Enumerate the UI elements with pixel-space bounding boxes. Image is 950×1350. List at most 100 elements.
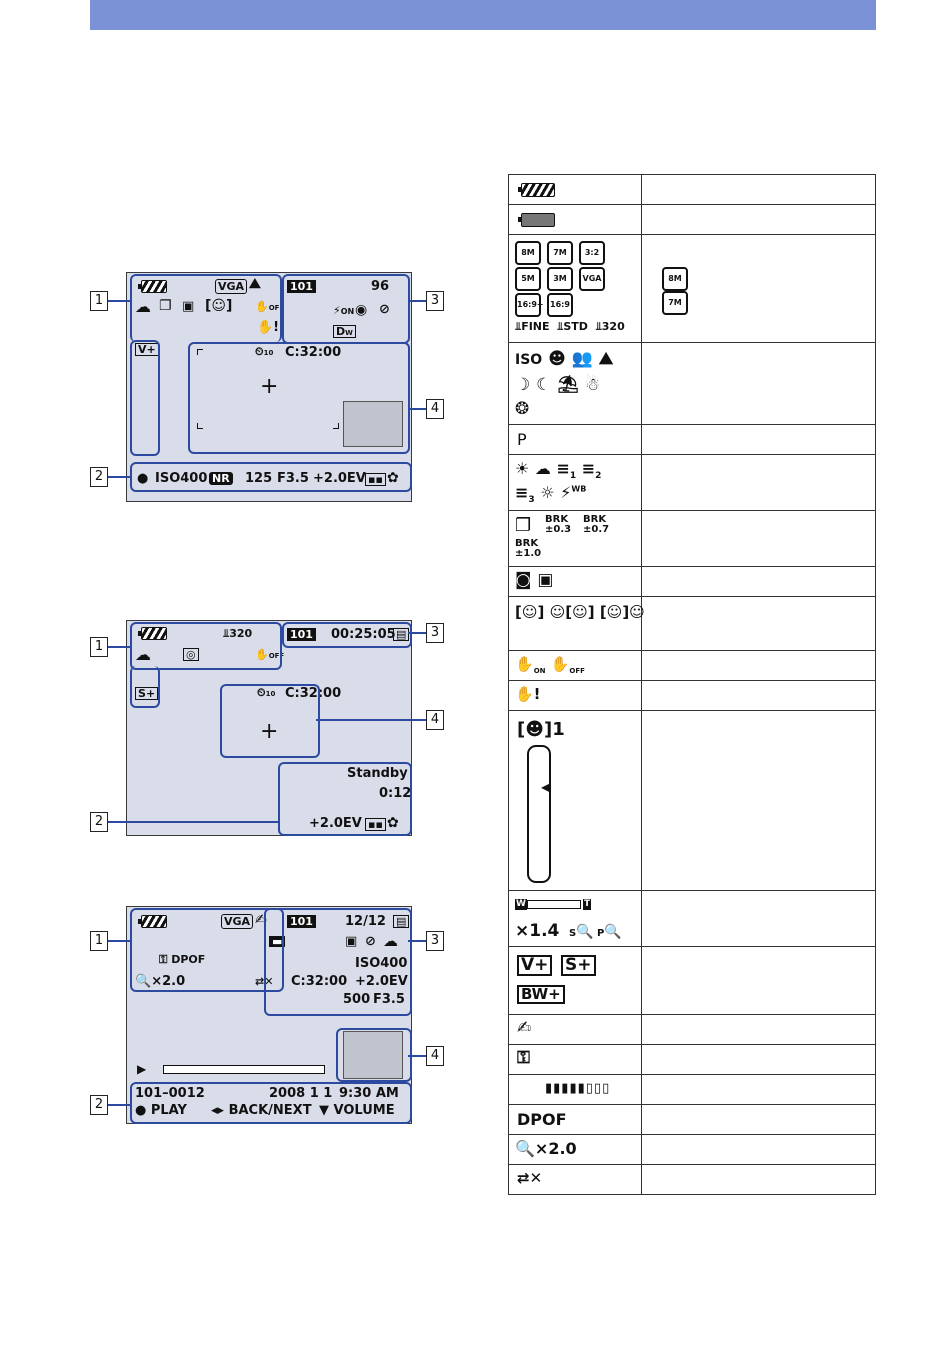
header-band — [90, 0, 876, 30]
precision-zoom-icon: P🔍 — [597, 924, 622, 940]
smile-shutter-icon: ☻ — [548, 349, 566, 369]
metering-center-icon: ◎ — [183, 648, 199, 661]
legend-row-color-mode: V+ S+ BW+ — [508, 946, 876, 1015]
wb-fluorescent-2-icon: ≡2 — [581, 459, 602, 482]
callout-box-1 — [130, 274, 282, 342]
image-size-3m-icon: 3M — [547, 267, 573, 291]
smile-sensitivity-meter — [527, 745, 551, 883]
white-balance-icon: ☁ — [135, 297, 151, 316]
callout-box-4 — [188, 342, 410, 454]
callout-number: 1 — [90, 291, 108, 311]
metering-spot-icon: ▣ — [182, 299, 195, 314]
callout-box-2 — [130, 462, 412, 492]
callout-box-2 — [130, 1082, 412, 1124]
image-count: 12/12 — [345, 914, 386, 929]
metering-spot-icon: ▣ — [537, 570, 554, 590]
wb-icons-row1: ☀ ☁ ≡1 ≡2 — [515, 461, 601, 481]
face-detection-icon: [☺] — [205, 298, 233, 314]
white-balance-icon: ☁ — [135, 645, 151, 664]
flash-off-icon: ⊘ — [365, 934, 376, 949]
battery-icon — [138, 627, 167, 640]
bracket-0-3-icon: BRK ±0.3 — [545, 514, 572, 535]
image-size-16-9-icon: 16:9 — [547, 293, 573, 317]
print-icon: ▬ — [269, 936, 286, 947]
twilight-icon: ☾ — [536, 375, 552, 395]
macro-icon: ✿ — [387, 470, 399, 486]
camera-shake-warning-icon: ✋! — [515, 685, 541, 703]
back-next-guide: ◂▸ BACK/NEXT — [211, 1103, 312, 1118]
image-size-3-2-icon: 3:2 — [579, 241, 605, 265]
self-timer-countdown: C:32:00 — [285, 686, 342, 701]
af-range-finder-crosshair: + — [260, 719, 279, 744]
legend-row-shake-warning: ✋! — [508, 680, 876, 711]
movie-size-320: 320 — [601, 320, 625, 333]
smile-detection-icon: [☻]1 — [517, 719, 565, 740]
callout-number: 3 — [426, 623, 444, 643]
aperture-value: F3.5 — [277, 471, 309, 486]
zoom-scaling-value: ×1.4 — [515, 921, 560, 941]
iso-value: ISO400 — [155, 471, 208, 486]
iso-value: ISO400 — [355, 956, 408, 971]
image-size-icon: VGA — [215, 279, 248, 294]
memory-card-icon: ▤ — [393, 915, 410, 928]
legend-row-drive-mode: ❐ BRK ±0.3 BRK ±0.7 BRK ±1.0 — [508, 510, 876, 567]
legend-row-volume: ▮▮▮▮▮▯▯▯ — [508, 1074, 876, 1105]
legend-row-key: ⚿ — [508, 1044, 876, 1075]
legend-row-protect: ✍ — [508, 1014, 876, 1045]
scene-landscape-icon: ⛰ — [249, 276, 261, 292]
play-icon: ▶ — [137, 1062, 147, 1076]
battery-empty-icon — [518, 213, 555, 227]
color-mode-bw-icon: BW+ — [517, 985, 565, 1004]
volume-level-icon: ▮▮▮▮▮▯▯▯ — [545, 1081, 611, 1096]
legend-row-recording-mode: ISO ☻ 👥 ⛰ ☽ ☾ ⛱ ☃ ❂ — [508, 342, 876, 425]
af-range-finder-crosshair: + — [260, 374, 279, 399]
callout-box-1 — [130, 908, 284, 992]
legend-row-dpof: DPOF — [508, 1104, 876, 1135]
drive-burst-icon: ❐ — [159, 298, 172, 314]
af-frame-corner-tl — [197, 349, 203, 355]
callout-number: 1 — [90, 931, 108, 951]
legend-row-battery — [508, 174, 876, 205]
callout-box-3 — [264, 908, 412, 1016]
write-protect-icon: ✍ — [517, 1018, 532, 1038]
image-size-7m-icon: 7M — [547, 241, 573, 265]
face-detect-child-icon: ☺[☺] — [549, 603, 595, 621]
protect-key-icon: ⚿ — [517, 1048, 530, 1068]
callout-leader — [108, 476, 130, 478]
legend-row-metering: ◙ ▣ — [508, 566, 876, 597]
color-mode-sepia-icon: S+ — [135, 687, 159, 700]
movie-size-std: STD — [563, 320, 588, 333]
image-size-vga-icon: VGA — [579, 267, 605, 291]
callout-box-3 — [282, 622, 412, 648]
callout-box-3 — [282, 274, 410, 344]
steadyshot-on-icon: ✋ON — [515, 655, 546, 675]
metering-center-icon: ◙ — [515, 570, 532, 590]
histogram — [343, 1031, 403, 1079]
zoom-w-label: W — [515, 899, 527, 910]
exposure-value: +2.0EV — [313, 471, 366, 486]
file-number: 101–0012 — [135, 1086, 205, 1101]
battery-icon — [518, 183, 555, 197]
bracket-0-7-icon: BRK ±0.7 — [583, 514, 610, 535]
color-mode-sepia-icon: S+ — [561, 955, 596, 976]
beach-icon: ⛱ — [557, 375, 579, 395]
high-sensitivity-iso-icon: ISO — [515, 352, 543, 368]
legend-row-white-balance: ☀ ☁ ≡1 ≡2 ≡3 ☼ ⚡WB — [508, 454, 876, 511]
landscape-icon: ⛰ — [598, 349, 614, 369]
callout-box-2 — [278, 762, 412, 836]
dro-icon: DW — [333, 325, 356, 338]
face-detect-adult-icon: [☺]☺ — [599, 603, 645, 621]
callout-number: 4 — [426, 1046, 444, 1066]
callout-leader — [316, 719, 426, 721]
recording-time: 00:25:05 — [331, 627, 396, 642]
callout-leader — [108, 646, 130, 648]
shutter-speed: 500 — [343, 992, 371, 1007]
legend-row-playback-zoom: 🔍×2.0 — [508, 1134, 876, 1165]
wb-flash-icon: ⚡WB — [560, 483, 587, 502]
scene-icons-row2: ☽ ☾ ⛱ ☃ — [515, 377, 600, 394]
scene-icons-row1: ISO ☻ 👥 ⛰ — [515, 351, 613, 368]
wb-icons-row2: ≡3 ☼ ⚡WB — [515, 485, 586, 505]
legend-row-face-detection: [☺] ☺[☺] [☺]☺ — [508, 596, 876, 651]
callout-leader — [108, 821, 278, 823]
